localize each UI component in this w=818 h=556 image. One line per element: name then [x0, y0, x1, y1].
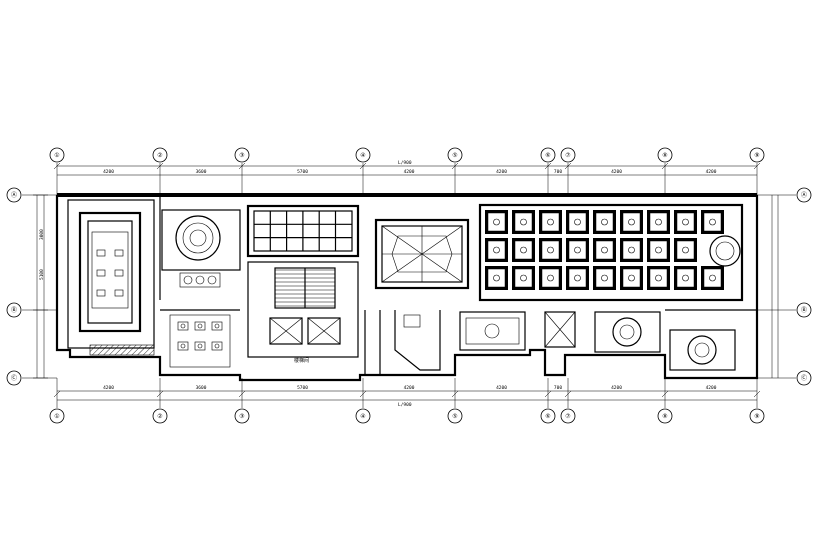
grid-label-top: ⑨: [754, 152, 759, 159]
grid-label-top: ②: [157, 152, 162, 159]
dimension-top: 5700: [297, 169, 308, 175]
dimension-bottom: 4200: [706, 385, 717, 391]
lower-rooms: [160, 309, 757, 375]
grid-label-top: ⑧: [662, 152, 667, 159]
dimension-bottom: 4200: [404, 385, 415, 391]
building-outline: [55, 193, 759, 382]
dimension-top: 4200: [103, 169, 114, 175]
grid-label-bottom: ⑧: [662, 413, 667, 420]
grid-label-top: ①: [54, 152, 59, 159]
grid-label-bottom: ①: [54, 413, 59, 420]
grid-bubble-bottom: [657, 408, 673, 424]
grid-label-top: ③: [239, 152, 244, 159]
grid-bubble-top: [540, 147, 556, 163]
grid-bubble-top: [152, 147, 168, 163]
dimension-lines-bottom: L/900: [57, 390, 757, 408]
grid-bubble-top: [657, 147, 673, 163]
grid-bubble-bottom: [152, 408, 168, 424]
grid-bubble-top: [749, 147, 765, 163]
grid-bubble-bottom: [234, 408, 250, 424]
room-meeting-left: [67, 199, 155, 356]
grid-label-right: Ⓐ: [801, 191, 807, 199]
grid-bubble-bottom: [447, 408, 463, 424]
grid-bubble-right: [796, 187, 812, 203]
total-dimension-bottom: L/900: [398, 402, 412, 408]
grid-label-top: ④: [360, 152, 365, 159]
dimension-bottom: 700: [554, 385, 562, 391]
room-lobby-circle: [159, 197, 241, 300]
dimension-values-bottom: 4200 3600 5700 4200 4200 700 4200 4200: [103, 385, 717, 391]
grid-label-bottom: ②: [157, 413, 162, 420]
dimension-top: 4200: [496, 169, 507, 175]
dimension-bottom: 4200: [103, 385, 114, 391]
dimension-left-2: 5100: [39, 269, 45, 280]
grid-bubble-bottom: [49, 408, 65, 424]
dimension-bottom: 3600: [196, 385, 207, 391]
grid-label-bottom: ③: [239, 413, 244, 420]
grid-bubble-left: [6, 302, 22, 318]
grid-label-bottom: ⑥: [545, 413, 550, 420]
dimension-top: 3600: [196, 169, 207, 175]
grid-bubble-bottom: [355, 408, 371, 424]
dimension-left-1: 3000: [39, 229, 45, 240]
grid-axis-bottom: ① ② ③ ④ ⑤ ⑥ ⑦ ⑧ ⑨: [49, 378, 765, 424]
room-coffered-ceiling: [478, 203, 744, 302]
grid-bubble-left: [6, 370, 22, 386]
grid-label-top: ⑦: [565, 152, 570, 159]
grid-bubble-right: [796, 302, 812, 318]
grid-bubble-bottom: [560, 408, 576, 424]
grid-bubble-left: [6, 187, 22, 203]
grid-label-bottom: ⑤: [452, 413, 457, 420]
grid-label-bottom: ④: [360, 413, 365, 420]
dimension-bottom: 5700: [297, 385, 308, 391]
grid-bubble-top: [447, 147, 463, 163]
dimension-lines-right: [771, 195, 779, 378]
room-radial-ceiling: [374, 218, 470, 290]
room-label-stair-hall: 楼梯间: [294, 357, 309, 364]
grid-bubble-top: [49, 147, 65, 163]
grid-axis-top: ① ② ③ ④ ⑤ ⑥ ⑦ ⑧ ⑨: [49, 147, 765, 195]
grid-bubble-top: [560, 147, 576, 163]
dimension-bottom: 4200: [496, 385, 507, 391]
total-dimension-top: L/900: [398, 160, 412, 166]
dimension-bottom: 4200: [611, 385, 622, 391]
dimension-top: 700: [554, 169, 562, 175]
grid-bubble-top: [234, 147, 250, 163]
dimension-values-top: 4200 3600 5700 4200 4200 700 4200 4200: [103, 169, 717, 175]
grid-bubble-top: [355, 147, 371, 163]
dimension-top: 4200: [404, 169, 415, 175]
dimension-top: 4200: [611, 169, 622, 175]
grid-label-bottom: ⑦: [565, 413, 570, 420]
dimension-lines-top: L/900: [57, 160, 757, 176]
grid-label-top: ⑥: [545, 152, 550, 159]
grid-label-right: Ⓑ: [801, 306, 807, 314]
grid-bubble-bottom: [540, 408, 556, 424]
grid-label-left: Ⓒ: [11, 374, 17, 382]
grid-label-left: Ⓐ: [11, 191, 17, 199]
dimension-top: 4200: [706, 169, 717, 175]
room-grid-ceiling: [246, 204, 360, 258]
grid-bubble-right: [796, 370, 812, 386]
dimension-lines-left: 3000 5100: [33, 194, 48, 379]
grid-label-right: Ⓒ: [801, 374, 807, 382]
stair-elevator-core: 楼梯间: [247, 261, 359, 364]
grid-label-top: ⑤: [452, 152, 457, 159]
grid-axis-sides: Ⓐ Ⓐ Ⓑ Ⓑ Ⓒ Ⓒ: [6, 187, 812, 386]
grid-bubble-bottom: [749, 408, 765, 424]
grid-label-left: Ⓑ: [11, 306, 17, 314]
grid-label-bottom: ⑨: [754, 413, 759, 420]
